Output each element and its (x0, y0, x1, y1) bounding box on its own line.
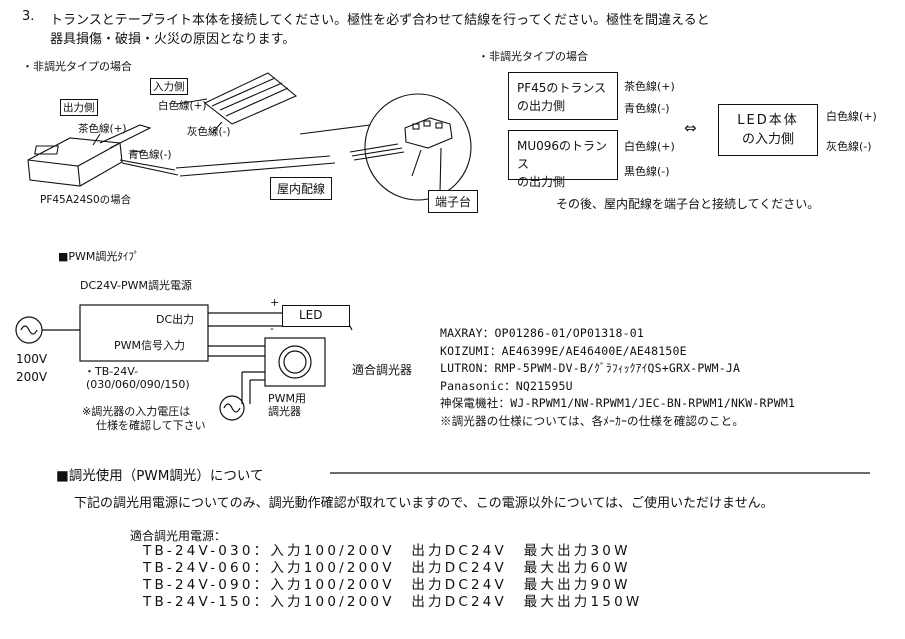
led-box-line-1: LED本体 (737, 113, 799, 128)
model-caption: PF45A24S0の場合 (40, 194, 132, 206)
section-number: 3. (22, 9, 35, 24)
dimmer-voltage-note-1: ※調光器の入力電圧は (82, 405, 191, 418)
dc-output-label: DC出力 (156, 313, 195, 326)
pwm-dimmer-label-1: PWM用 (268, 392, 307, 405)
model-line-2: (030/060/090/150) (86, 378, 190, 391)
led-input-box: LED本体 の入力側 (718, 104, 818, 156)
supply-item: TB-24V-090：入力100/200V 出力DC24V 最大出力90W (143, 577, 631, 593)
dimmer-item: 神保電機社：WJ-RPWM1/NW-RPWM1/JEC-BN-RPWM1/NKW… (440, 396, 796, 410)
dimmer-voltage-note-2: 仕様を確認して下さい (96, 419, 206, 432)
supply-list-heading: 適合調光用電源： (130, 529, 227, 543)
pf45-box-line-2: の出力側 (517, 99, 566, 113)
led-white-label: 白色線(+) (826, 110, 877, 123)
dimmer-item: MAXRAY：OP01286-01/OP01318-01 (440, 326, 645, 340)
compatible-dimmers-label: 適合調光器 (352, 363, 413, 377)
indoor-wiring-label: 屋内配線 (270, 177, 333, 200)
voltage-200v: 200V (16, 370, 48, 384)
blue-wire-label: 青色線(-) (128, 149, 172, 161)
right-diagram-heading: ・非調光タイプの場合 (478, 50, 588, 63)
minus-sign: - (270, 322, 274, 335)
supply-item: TB-24V-030：入力100/200V 出力DC24V 最大出力30W (143, 543, 631, 559)
pf45-output-box: PF45のトランス の出力側 (508, 72, 618, 120)
led-box-line-2: の入力側 (741, 132, 794, 147)
pwm-heading: ■PWM調光ﾀｲﾌﾟ (58, 250, 140, 263)
pwm-supply-label: DC24V-PWM調光電源 (80, 279, 192, 292)
supply-item: TB-24V-150：入力100/200V 出力DC24V 最大出力150W (143, 594, 643, 610)
white-wire-label: 白色線(+) (158, 100, 207, 112)
led-grey-label: 灰色線(-) (826, 140, 872, 153)
pf45-brown-label: 茶色線(+) (624, 80, 675, 93)
input-side-label: 入力側 (150, 78, 188, 95)
terminal-block-label: 端子台 (428, 190, 479, 213)
mu096-black-label: 黒色線(-) (624, 165, 670, 178)
brown-wire-label: 茶色線(+) (78, 123, 127, 135)
dimmer-item: KOIZUMI：AE46399E/AE46400E/AE48150E (440, 343, 687, 358)
voltage-100v: 100V (16, 352, 48, 366)
pf45-blue-label: 青色線(-) (624, 102, 670, 115)
model-line-1: ・TB-24V- (84, 365, 139, 378)
supply-item: TB-24V-060：入力100/200V 出力DC24V 最大出力60W (143, 560, 631, 576)
dimmer-item: ※調光器の仕様については、各ﾒｰｶｰの仕様を確認のこと。 (440, 413, 745, 428)
grey-wire-label: 灰色線(-) (187, 126, 231, 138)
output-side-label: 出力側 (60, 99, 98, 116)
bidirectional-arrow-icon: ⇔ (684, 119, 697, 137)
dimming-section-title: ■調光使用（PWM調光）について (56, 468, 264, 484)
dimmer-item: Panasonic：NQ21595U (440, 378, 573, 393)
mu096-box-line-2: の出力側 (517, 175, 566, 189)
dimming-section-body: 下記の調光用電源についてのみ、調光動作確認が取れていますので、この電源以外につい… (74, 496, 774, 511)
left-diagram-heading: ・非調光タイプの場合 (22, 60, 132, 73)
plus-sign: + (270, 296, 280, 309)
led-box: LED (282, 305, 350, 327)
right-diagram-note: その後、屋内配線を端子台と接続してください。 (556, 197, 820, 211)
mu096-output-box: MU096のトランス の出力側 (508, 130, 618, 189)
mu096-box-line-1: MU096のトランス (517, 139, 608, 171)
mu096-white-label: 白色線(+) (624, 140, 675, 153)
pf45-box-line-1: PF45のトランス (517, 81, 607, 95)
supply-list: TB-24V-030：入力100/200V 出力DC24V 最大出力30W TB… (143, 543, 642, 611)
dimmer-list: MAXRAY：OP01286-01/OP01318-01 KOIZUMI：AE4… (440, 325, 795, 430)
pwm-dimmer-label-2: 調光器 (268, 405, 301, 418)
section-line-1: トランスとテープライト本体を接続してください。極性を必ず合わせて結線を行ってくだ… (50, 13, 710, 28)
pwm-input-label: PWM信号入力 (114, 339, 186, 352)
section-line-2: 器具損傷・破損・火災の原因となります。 (50, 32, 296, 47)
dimmer-item: LUTRON：RMP-5PWM-DV-B/ｸﾞﾗﾌｨｯｸｱｲQS+GRX-PWM… (440, 361, 741, 375)
